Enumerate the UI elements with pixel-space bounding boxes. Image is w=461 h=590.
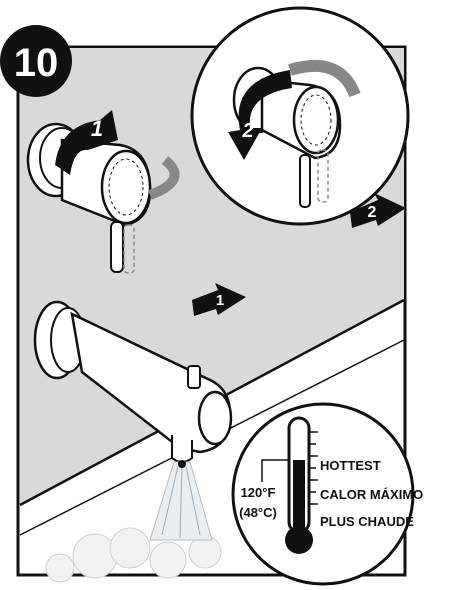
rotate-label-1: 1 xyxy=(91,116,103,141)
step-number-badge: 10 xyxy=(0,25,72,97)
temp-f-label: 120°F xyxy=(241,485,276,500)
pointer-label-2: 2 xyxy=(368,204,377,221)
step-number: 10 xyxy=(14,41,59,85)
zoom-inset: 2 2 xyxy=(192,8,408,228)
hottest-label-es: CALOR MÁXIMO xyxy=(320,487,423,502)
hottest-label-en: HOTTEST xyxy=(320,458,381,473)
rotate-label-2: 2 xyxy=(241,120,253,142)
hottest-label-fr: PLUS CHAUDE xyxy=(320,514,414,529)
pointer-label-1: 1 xyxy=(216,292,224,309)
temp-c-label: (48°C) xyxy=(239,505,277,520)
